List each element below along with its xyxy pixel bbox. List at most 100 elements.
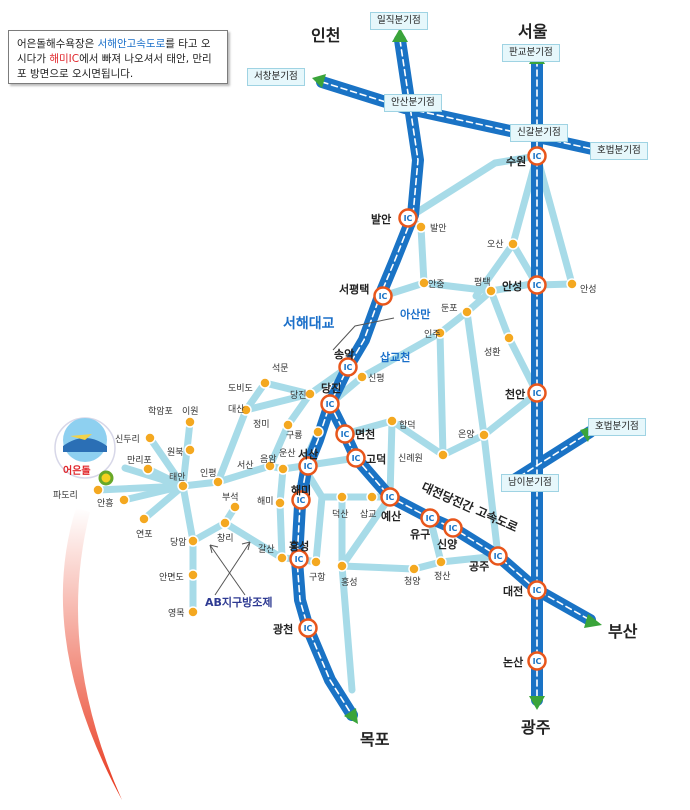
note-text-3: 에서 빠져 나오셔서 태안, 만리포 방면으로 오시면됩니다. bbox=[17, 53, 212, 80]
town-anheung: 안흥 bbox=[97, 499, 114, 509]
svg-text:IC: IC bbox=[404, 214, 413, 223]
town-deoksan: 덕산 bbox=[332, 510, 349, 520]
ic-hongseong: IC bbox=[289, 549, 309, 569]
svg-text:IC: IC bbox=[326, 400, 335, 409]
town-sinrewon: 신례원 bbox=[398, 454, 423, 464]
town-hakampo: 학암포 bbox=[148, 407, 173, 417]
label-ab-dam: AB지구방조제 bbox=[205, 596, 273, 609]
svg-text:IC: IC bbox=[533, 281, 542, 290]
town-anseong: 안성 bbox=[580, 285, 597, 295]
ic-haemi: IC bbox=[291, 490, 311, 510]
arrow-mokpo-icon bbox=[344, 708, 358, 724]
town-jeongsan: 정산 bbox=[434, 572, 451, 582]
ic-cheonan: IC bbox=[527, 383, 547, 403]
svg-text:IC: IC bbox=[449, 524, 458, 533]
ic-label-yugu: 유구 bbox=[410, 528, 431, 541]
ic-seopyeongtaek: IC bbox=[373, 286, 393, 306]
town-inju: 인주 bbox=[424, 330, 441, 340]
town-dots bbox=[92, 221, 578, 618]
label-seohae-bridge: 서해대교 bbox=[283, 316, 335, 332]
town-pyeongtaek: 평택 bbox=[474, 278, 491, 288]
ic-label-sinyang: 신양 bbox=[437, 538, 458, 551]
ic-gwangcheon: IC bbox=[298, 618, 318, 638]
label-sapgyocheon: 삽교천 bbox=[380, 351, 411, 364]
town-eumam: 음암 bbox=[260, 455, 277, 465]
ic-suwon: IC bbox=[527, 146, 547, 166]
ic-label-daejeon: 대전 bbox=[503, 585, 524, 598]
ic-label-hongseong: 홍성 bbox=[289, 540, 310, 553]
leader-lines bbox=[209, 317, 395, 596]
ic-label-songak: 송악 bbox=[334, 348, 355, 361]
city-seoul: 서울 bbox=[518, 22, 548, 41]
junction-hobeop-2: 호법분기점 bbox=[588, 418, 646, 436]
town-seosan: 서산 bbox=[237, 461, 254, 471]
town-yeonpo: 연포 bbox=[136, 530, 153, 540]
ic-label-godeok: 고덕 bbox=[366, 453, 387, 466]
ic-godeok: IC bbox=[346, 448, 366, 468]
town-osan: 오산 bbox=[487, 240, 504, 250]
town-malipo: 만리포 bbox=[127, 456, 152, 466]
town-hapdeok: 합덕 bbox=[399, 421, 416, 431]
arrow-seochang-icon bbox=[312, 74, 326, 88]
ic-label-nonsan: 논산 bbox=[503, 656, 524, 669]
town-iwon: 이원 bbox=[182, 407, 199, 417]
town-dobido: 도비도 bbox=[228, 384, 253, 394]
town-sapgyo: 삽교 bbox=[360, 510, 377, 520]
town-anjung: 안중 bbox=[428, 280, 445, 290]
ic-gongju: IC bbox=[488, 546, 508, 566]
svg-text:IC: IC bbox=[295, 555, 304, 564]
arrow-busan-icon bbox=[584, 614, 602, 628]
note-text-2: 를 타고 오시다가 bbox=[17, 38, 211, 65]
town-padori: 파도리 bbox=[53, 491, 78, 501]
ic-label-cheonan: 천안 bbox=[505, 388, 526, 401]
ic-daejeon: IC bbox=[527, 580, 547, 600]
ic-label-dangjin: 당진 bbox=[321, 382, 342, 395]
junction-singal: 신갈분기점 bbox=[510, 124, 568, 142]
town-cheongyang: 청양 bbox=[404, 577, 421, 587]
town-jeongmi: 정미 bbox=[253, 420, 270, 430]
ic-label-seopyeongtaek: 서평택 bbox=[339, 283, 370, 296]
town-hongseong: 홍성 bbox=[341, 578, 358, 588]
ic-nonsan: IC bbox=[527, 651, 547, 671]
ic-label-myeoncheon: 면천 bbox=[355, 428, 376, 441]
city-gwangju: 광주 bbox=[521, 718, 551, 737]
town-inpyeong: 인평 bbox=[200, 469, 217, 479]
junction-hobeop-1: 호법분기점 bbox=[590, 142, 648, 160]
town-buseok: 부석 bbox=[222, 493, 239, 503]
arrow-gwangju-icon bbox=[529, 696, 545, 710]
ic-markers: IC IC IC IC IC IC IC IC IC IC IC IC IC I… bbox=[289, 146, 547, 671]
town-galsan: 갈산 bbox=[258, 545, 275, 555]
ic-yugu: IC bbox=[420, 508, 440, 528]
junction-ansan: 안산분기점 bbox=[384, 94, 442, 112]
note-ic: 해미IC bbox=[49, 53, 80, 65]
town-unsan: 운산 bbox=[279, 449, 296, 459]
ic-dangjin: IC bbox=[320, 394, 340, 414]
town-balan: 발안 bbox=[430, 224, 447, 234]
ic-sinyang: IC bbox=[443, 518, 463, 538]
town-danam: 당암 bbox=[170, 538, 187, 548]
ic-label-seosan: 서산 bbox=[298, 448, 319, 461]
ic-yesan: IC bbox=[380, 487, 400, 507]
town-haemi: 해미 bbox=[257, 497, 274, 507]
town-dangjin: 당진 bbox=[290, 391, 307, 401]
junction-nami: 남이분기점 bbox=[501, 474, 559, 492]
svg-text:IC: IC bbox=[386, 493, 395, 502]
ic-songak: IC bbox=[338, 357, 358, 377]
ic-label-gwangcheon: 광천 bbox=[273, 623, 294, 636]
svg-text:IC: IC bbox=[304, 624, 313, 633]
svg-text:IC: IC bbox=[352, 454, 361, 463]
ic-label-balan: 발안 bbox=[371, 213, 392, 226]
town-anmyeondo: 안면도 bbox=[159, 573, 184, 583]
svg-text:IC: IC bbox=[344, 363, 353, 372]
city-incheon: 인천 bbox=[311, 26, 341, 45]
destination-arrow-icon bbox=[62, 508, 122, 800]
svg-text:IC: IC bbox=[494, 552, 503, 561]
junction-seochang: 서창분기점 bbox=[247, 68, 305, 86]
ic-seosan: IC bbox=[298, 456, 318, 476]
ic-balan: IC bbox=[398, 208, 418, 228]
label-asanman: 아산만 bbox=[400, 308, 431, 321]
city-mokpo: 목포 bbox=[360, 730, 390, 749]
town-yeongmok: 영목 bbox=[168, 609, 185, 619]
note-text-1: 어은돌해수욕장은 bbox=[17, 38, 98, 50]
town-sinpyeong: 신평 bbox=[368, 374, 385, 384]
